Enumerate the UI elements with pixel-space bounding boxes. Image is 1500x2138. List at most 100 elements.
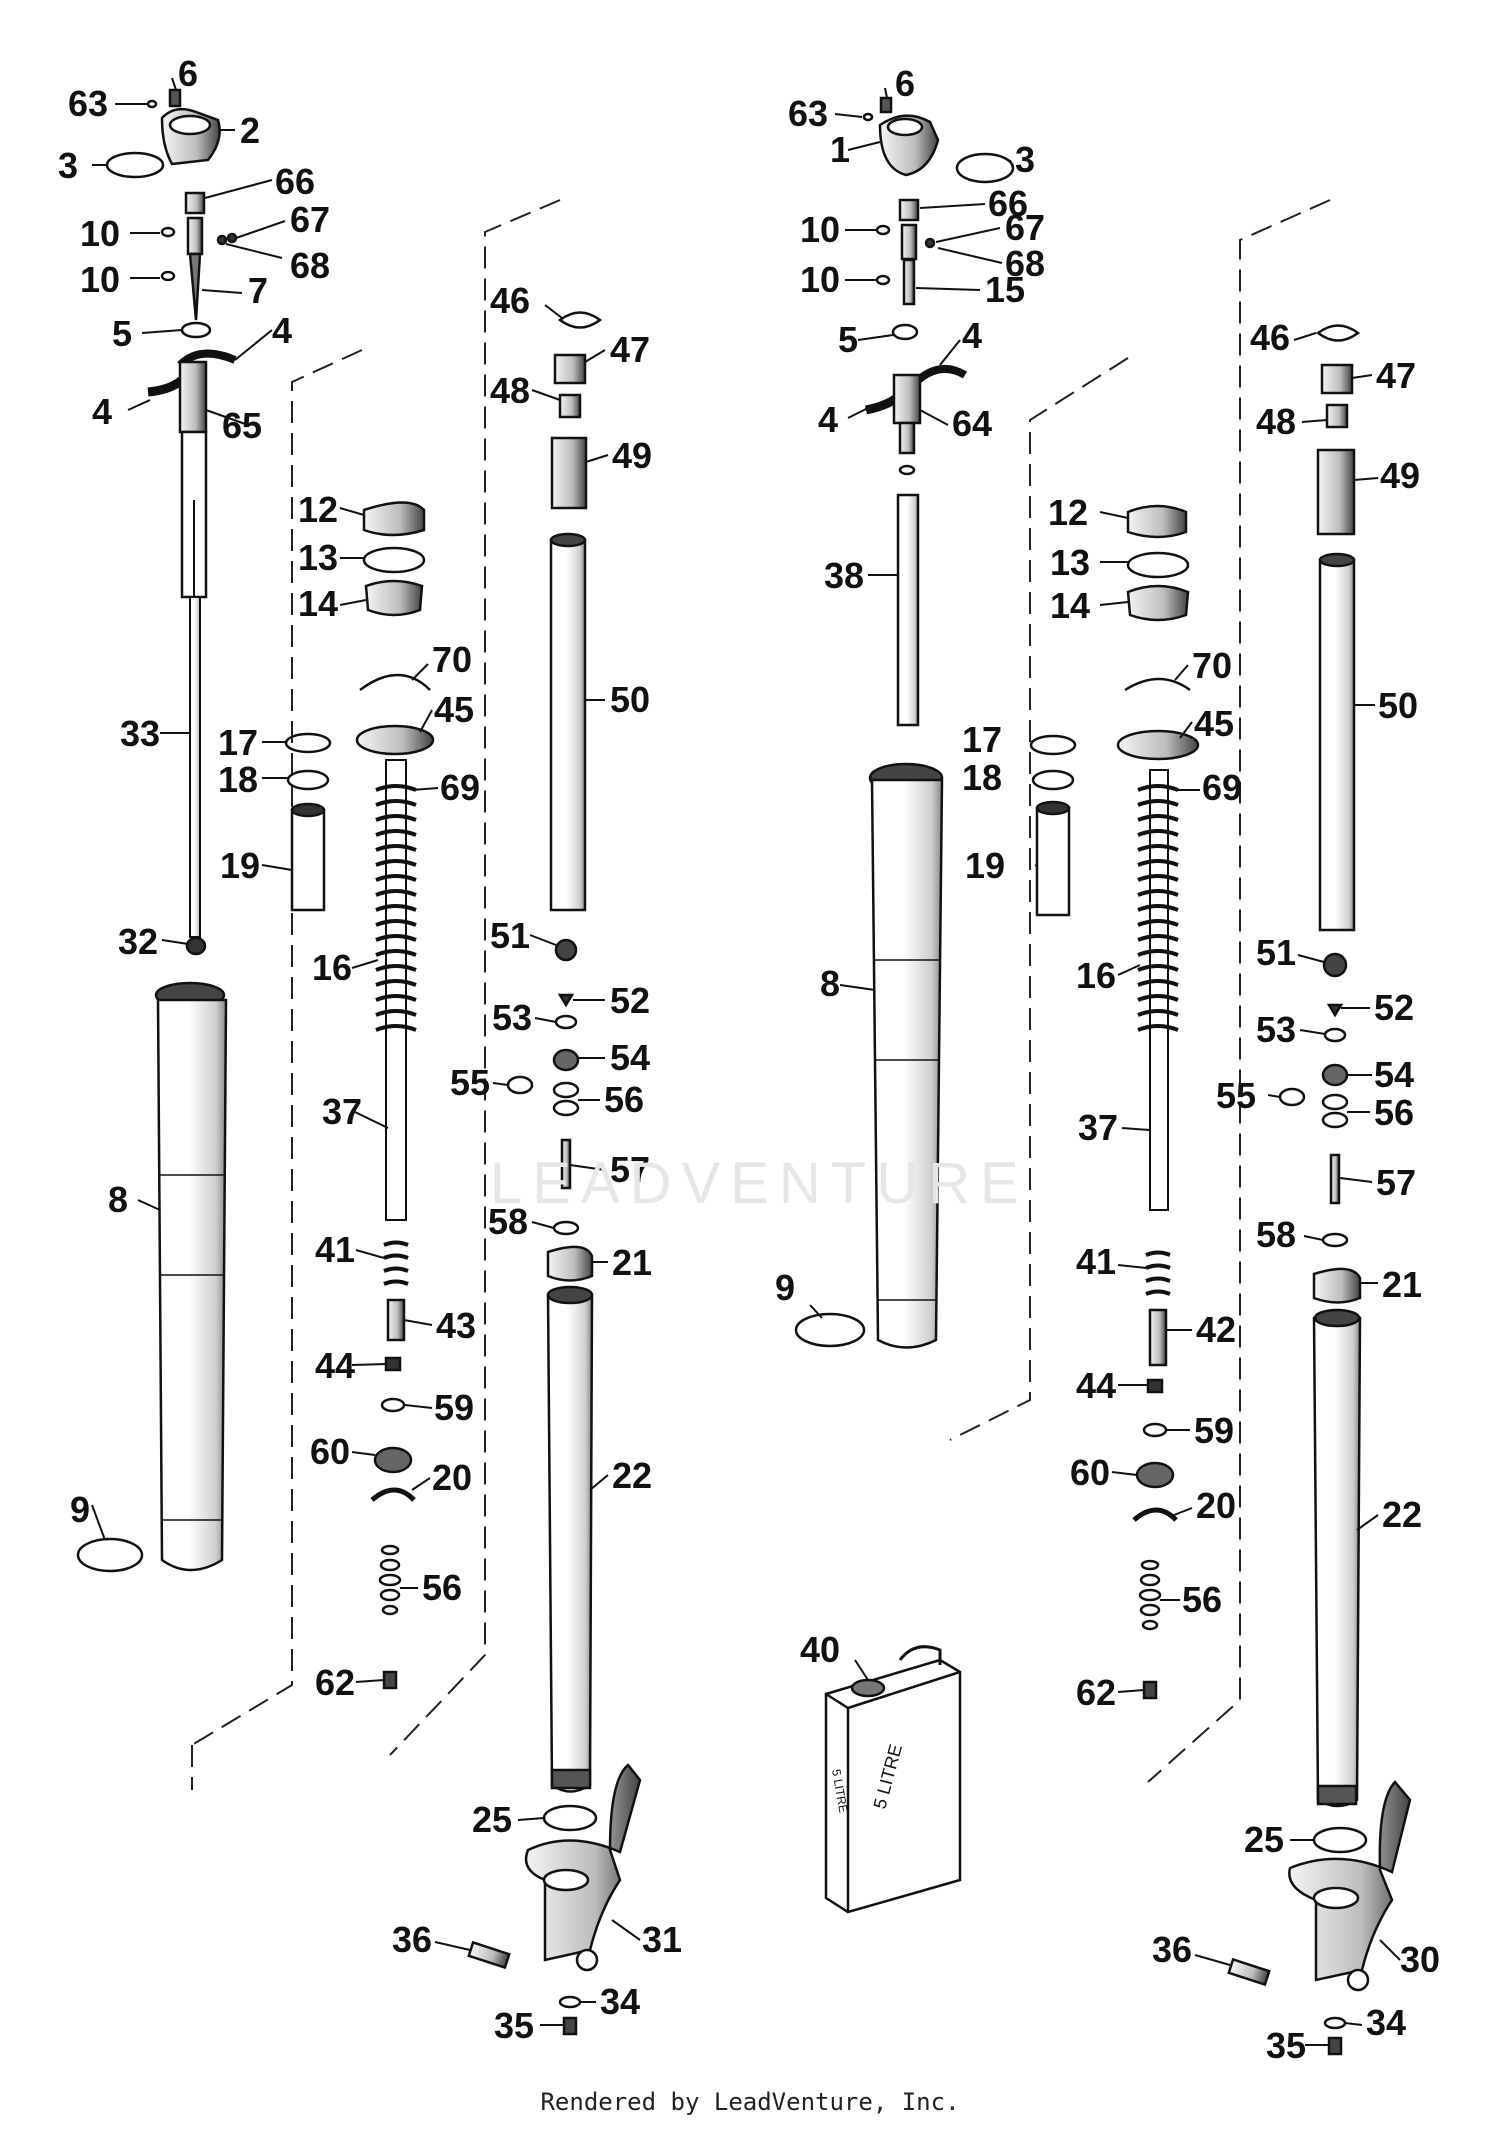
left-spring-column — [284, 501, 435, 1690]
callout-r-46: 46 — [1250, 317, 1290, 358]
right-dashed-frames — [949, 199, 1331, 1783]
callout-l-53: 53 — [492, 997, 532, 1038]
callout-l-5: 5 — [112, 313, 132, 354]
right-cartridge-column — [1278, 324, 1362, 1808]
watermark: LEADVENTURE — [490, 1151, 1029, 1216]
callout-l-50: 50 — [610, 679, 650, 720]
callout-r-1: 1 — [830, 129, 850, 170]
callout-r-45: 45 — [1194, 703, 1234, 744]
oil-can: 5 LITRE 5 LITRE — [824, 1645, 962, 1914]
callout-l-22: 22 — [612, 1455, 652, 1496]
callout-r-53: 53 — [1256, 1009, 1296, 1050]
footer-credit: Rendered by LeadVenture, Inc. — [540, 2088, 960, 2116]
callout-l-10b: 10 — [80, 259, 120, 300]
callout-r-59: 59 — [1194, 1410, 1234, 1451]
callout-l-19: 19 — [220, 845, 260, 886]
callout-l-34: 34 — [600, 1981, 640, 2022]
right-shim-stack — [1138, 1559, 1162, 1631]
callout-l-4b: 4 — [92, 391, 112, 432]
callout-r-66: 66 — [988, 183, 1028, 224]
callout-r-70: 70 — [1192, 645, 1232, 686]
right-axle-bracket — [1227, 1780, 1412, 2056]
callout-l-62: 62 — [315, 1662, 355, 1703]
callout-l-54: 54 — [610, 1037, 650, 1078]
left-axle-bracket — [467, 1763, 642, 2036]
leader-lines — [91, 77, 1401, 2046]
right-top-cap — [862, 96, 1015, 184]
callout-l-43: 43 — [436, 1305, 476, 1346]
callout-l-14: 14 — [298, 583, 338, 624]
callout-l-12: 12 — [298, 489, 338, 530]
callout-l-60: 60 — [310, 1431, 350, 1472]
callout-l-47: 47 — [610, 329, 650, 370]
callout-l-70: 70 — [432, 639, 472, 680]
callout-l-13: 13 — [298, 537, 338, 578]
callout-r-49: 49 — [1380, 455, 1420, 496]
callout-r-40: 40 — [800, 1629, 840, 1670]
callout-r-12: 12 — [1048, 492, 1088, 533]
callout-r-4a: 4 — [962, 315, 982, 356]
callout-r-35: 35 — [1266, 2025, 1306, 2066]
callout-r-56b: 56 — [1374, 1092, 1414, 1133]
callout-l-2: 2 — [240, 110, 260, 151]
callout-l-32: 32 — [118, 921, 158, 962]
right-spring — [1137, 784, 1179, 1032]
callout-r-20: 20 — [1196, 1485, 1236, 1526]
callout-r-5: 5 — [838, 319, 858, 360]
callout-r-48: 48 — [1256, 401, 1296, 442]
callout-labels: 63 6 2 3 66 10 67 68 10 7 5 4 4 65 33 32… — [58, 53, 1440, 2066]
callout-l-57: 57 — [610, 1149, 650, 1190]
callout-r-55: 55 — [1216, 1075, 1256, 1116]
callout-l-6: 6 — [178, 53, 198, 94]
callout-l-33: 33 — [120, 713, 160, 754]
callout-r-15: 15 — [985, 269, 1025, 310]
left-shim-stack — [378, 1544, 402, 1616]
left-dashed-frames — [191, 199, 561, 1790]
callout-r-50: 50 — [1378, 685, 1418, 726]
callout-l-56b: 56 — [604, 1079, 644, 1120]
callout-l-35: 35 — [494, 2005, 534, 2046]
callout-l-63: 63 — [68, 83, 108, 124]
callout-l-9: 9 — [70, 1489, 90, 1530]
callout-r-6: 6 — [895, 63, 915, 104]
callout-r-37: 37 — [1078, 1107, 1118, 1148]
callout-l-51: 51 — [490, 915, 530, 956]
left-spring — [375, 784, 417, 1032]
callout-l-49: 49 — [612, 435, 652, 476]
right-damper-rod — [865, 198, 968, 727]
callout-r-51: 51 — [1256, 932, 1296, 973]
callout-r-36: 36 — [1152, 1929, 1192, 1970]
callout-r-54: 54 — [1374, 1054, 1414, 1095]
callout-l-7: 7 — [248, 270, 268, 311]
callout-l-69: 69 — [440, 767, 480, 808]
callout-l-55: 55 — [450, 1062, 490, 1103]
right-outer-tube — [794, 762, 944, 1349]
right-spring-column — [1029, 504, 1200, 1700]
left-small-spring — [383, 1240, 409, 1286]
callout-r-25: 25 — [1244, 1819, 1284, 1860]
callout-l-18: 18 — [218, 759, 258, 800]
callout-l-44: 44 — [315, 1345, 355, 1386]
callout-r-67: 67 — [1005, 207, 1045, 248]
callout-l-58: 58 — [488, 1201, 528, 1242]
callout-l-67: 67 — [290, 199, 330, 240]
callout-r-57: 57 — [1376, 1162, 1416, 1203]
callout-r-9: 9 — [775, 1267, 795, 1308]
callout-r-30: 30 — [1400, 1939, 1440, 1980]
callout-r-18: 18 — [962, 757, 1002, 798]
callout-r-58: 58 — [1256, 1214, 1296, 1255]
callout-r-60: 60 — [1070, 1452, 1110, 1493]
callout-l-8: 8 — [108, 1179, 128, 1220]
callout-r-14: 14 — [1050, 585, 1090, 626]
callout-r-42: 42 — [1196, 1309, 1236, 1350]
callout-l-4a: 4 — [272, 310, 292, 351]
callout-r-8: 8 — [820, 963, 840, 1004]
left-cartridge-column — [506, 311, 603, 1793]
callout-r-41: 41 — [1076, 1241, 1116, 1282]
callout-r-44: 44 — [1076, 1365, 1116, 1406]
callout-r-4b: 4 — [818, 399, 838, 440]
callout-r-3: 3 — [1015, 139, 1035, 180]
callout-l-21: 21 — [612, 1242, 652, 1283]
callout-l-16: 16 — [312, 947, 352, 988]
callout-l-65: 65 — [222, 405, 262, 446]
